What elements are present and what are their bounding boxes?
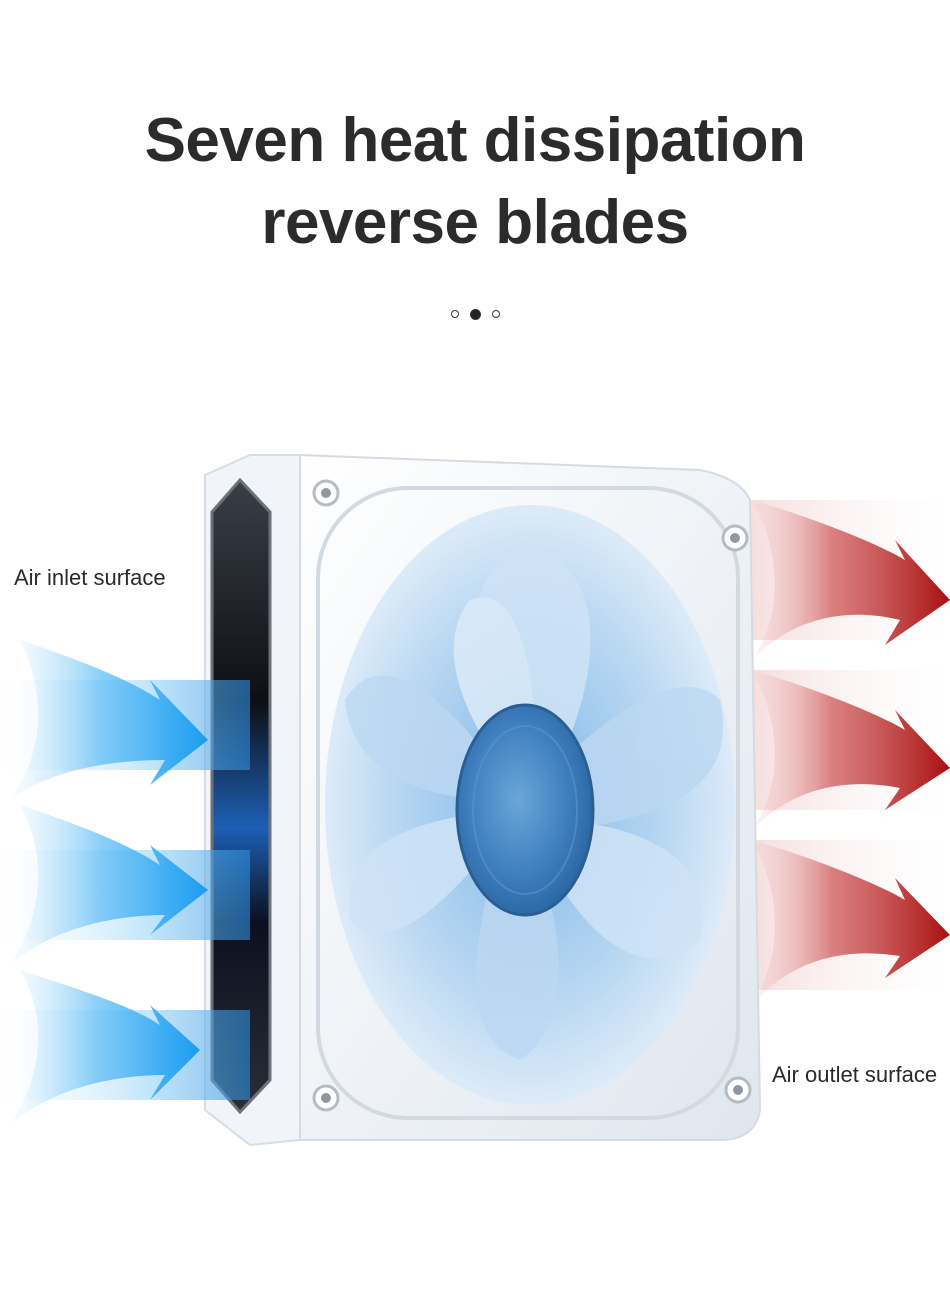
carousel-dot-1[interactable] [450, 310, 459, 318]
fan-body [204, 453, 762, 1147]
blue-arrow-2 [10, 805, 208, 965]
side-light-strip [210, 477, 272, 1115]
red-arrow-1 [752, 500, 950, 660]
carousel-dot-3[interactable] [491, 310, 500, 318]
blue-arrow-3 [10, 970, 200, 1125]
screw-holes [312, 479, 752, 1112]
fan-illustration [0, 453, 950, 1147]
inlet-airflow [0, 640, 250, 1125]
page-title: Seven heat dissipation reverse blades [0, 100, 950, 264]
red-arrow-2 [752, 670, 950, 830]
title-line-1: Seven heat dissipation [144, 106, 806, 175]
air-outlet-label: Air outlet surface [772, 1062, 938, 1087]
red-arrow-3 [752, 840, 950, 1005]
air-inlet-label: Air inlet surface [14, 565, 166, 590]
title-line-2: reverse blades [261, 188, 689, 257]
carousel-indicator [0, 308, 950, 320]
carousel-dot-2-active[interactable] [469, 308, 481, 320]
outlet-airflow [750, 500, 950, 1005]
fan-hub [455, 703, 595, 917]
blue-arrow-1 [10, 640, 208, 800]
